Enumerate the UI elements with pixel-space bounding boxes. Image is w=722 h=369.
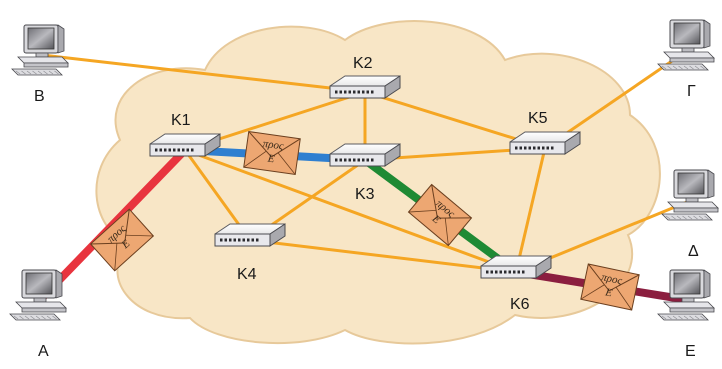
envelope-text-line1: προς: [600, 271, 623, 287]
link-k1-k6: [183, 148, 518, 274]
computer-e: [657, 269, 715, 321]
computer-b: [11, 24, 69, 76]
envelope-text-line1: προς: [262, 138, 285, 153]
router-k3: [329, 143, 401, 167]
router-label-k3: K3: [355, 186, 375, 203]
computer-label-a: A: [38, 343, 49, 360]
envelope-text-line2: E: [603, 286, 613, 299]
router-k6: [480, 255, 552, 279]
router-label-k2: K2: [353, 55, 373, 72]
computer-label-d: Δ: [688, 243, 699, 260]
router-label-k6: K6: [510, 296, 530, 313]
router-k2: [329, 75, 401, 99]
link-k4-k6: [248, 238, 518, 274]
computer-label-g: Γ: [687, 83, 696, 100]
router-k5: [509, 131, 581, 155]
router-label-k4: K4: [237, 266, 257, 283]
computer-label-e: E: [685, 343, 696, 360]
computer-d: [661, 169, 719, 221]
computer-label-b: B: [34, 88, 45, 105]
link-b-k2: [40, 53, 367, 94]
routers-layer: [149, 75, 581, 279]
router-label-k1: K1: [171, 112, 191, 129]
computers-layer: [9, 19, 719, 321]
router-k1: [149, 133, 221, 157]
router-k4: [214, 223, 286, 247]
computer-a: [9, 269, 67, 321]
envelope-text-line2: E: [266, 152, 276, 165]
link-k5-k6: [514, 146, 547, 274]
router-label-k5: K5: [528, 110, 548, 127]
computer-g: [657, 19, 715, 71]
